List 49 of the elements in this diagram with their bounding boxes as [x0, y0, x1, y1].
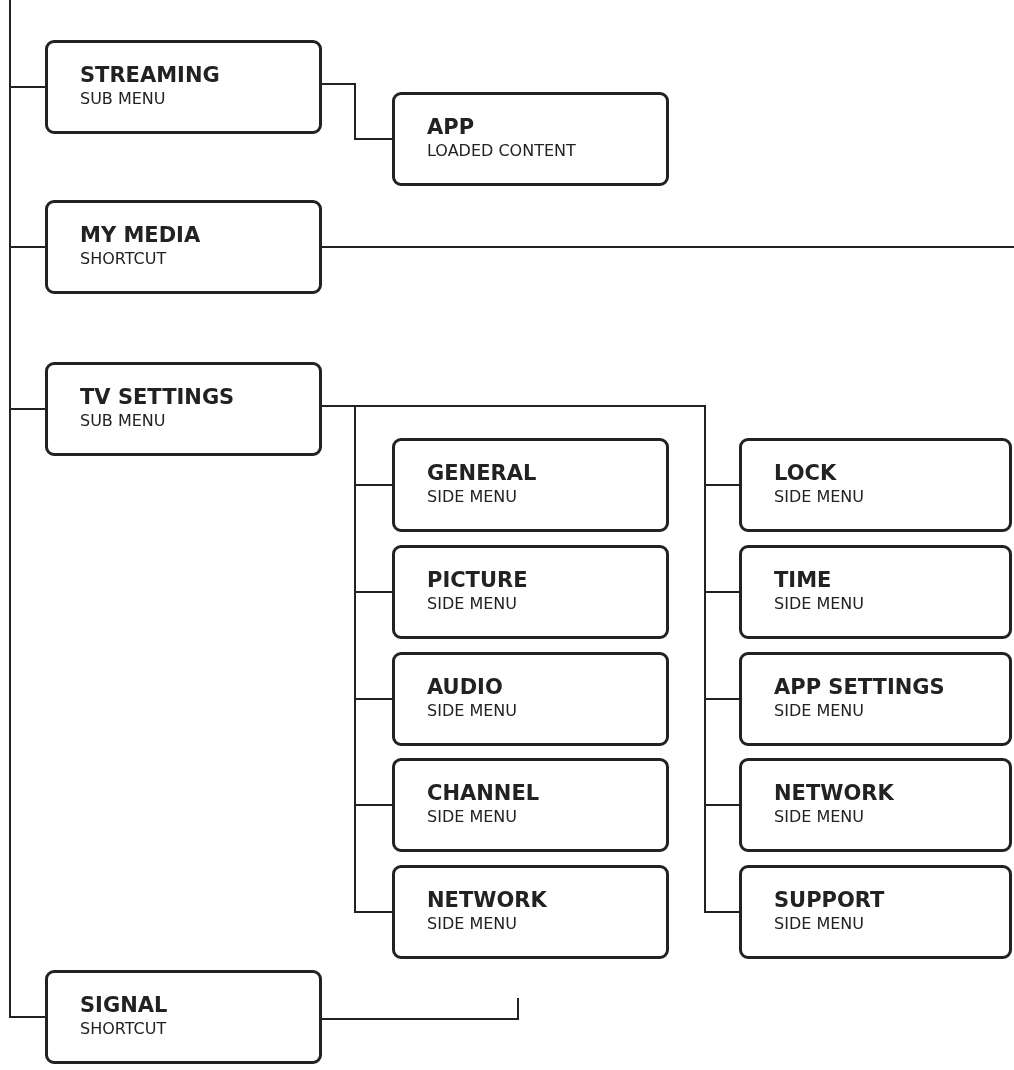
- menu-subtitle: SHORTCUT: [80, 249, 167, 268]
- menu-subtitle: LOADED CONTENT: [427, 141, 576, 160]
- menu-title: PICTURE: [427, 568, 528, 592]
- menu-box: [45, 970, 322, 1064]
- menu-box: [392, 92, 669, 186]
- menu-title: GENERAL: [427, 461, 537, 485]
- menu-title: APP SETTINGS: [774, 675, 945, 699]
- menu-box: [739, 652, 1012, 746]
- menu-subtitle: SIDE MENU: [774, 487, 864, 506]
- menu-title: AUDIO: [427, 675, 503, 699]
- menu-title: STREAMING: [80, 63, 220, 87]
- menu-subtitle: SIDE MENU: [427, 594, 517, 613]
- connector-line: [321, 997, 519, 1020]
- menu-title: MY MEDIA: [80, 223, 201, 247]
- menu-title: TIME: [774, 568, 832, 592]
- connector-line: [321, 83, 393, 140]
- menu-box: [739, 438, 1012, 532]
- menu-title: TV SETTINGS: [80, 385, 235, 409]
- menu-box: [392, 438, 669, 532]
- menu-box: [392, 652, 669, 746]
- menu-box: [45, 200, 322, 294]
- menu-title: CHANNEL: [427, 781, 540, 805]
- menu-subtitle: SUB MENU: [80, 411, 166, 430]
- menu-box: [392, 865, 669, 959]
- menu-subtitle: SIDE MENU: [427, 807, 517, 826]
- menu-subtitle: SIDE MENU: [427, 701, 517, 720]
- menu-title: LOCK: [774, 461, 837, 485]
- menu-title: SUPPORT: [774, 888, 885, 912]
- menu-title: NETWORK: [774, 781, 894, 805]
- menu-subtitle: SIDE MENU: [774, 807, 864, 826]
- menu-subtitle: SIDE MENU: [774, 914, 864, 933]
- menu-box: [392, 758, 669, 852]
- menu-title: APP: [427, 115, 475, 139]
- menu-subtitle: SIDE MENU: [427, 914, 517, 933]
- menu-subtitle: SIDE MENU: [774, 594, 864, 613]
- menu-box: [739, 758, 1012, 852]
- menu-box: [45, 362, 322, 456]
- menu-subtitle: SHORTCUT: [80, 1019, 167, 1038]
- menu-subtitle: SUB MENU: [80, 89, 166, 108]
- menu-title: NETWORK: [427, 888, 547, 912]
- connector-line: [321, 246, 1014, 248]
- menu-box: [739, 865, 1012, 959]
- menu-box: [739, 545, 1012, 639]
- menu-box: [392, 545, 669, 639]
- menu-title: SIGNAL: [80, 993, 168, 1017]
- menu-box: [45, 40, 322, 134]
- menu-subtitle: SIDE MENU: [774, 701, 864, 720]
- connector-line: [9, 0, 46, 1018]
- menu-subtitle: SIDE MENU: [427, 487, 517, 506]
